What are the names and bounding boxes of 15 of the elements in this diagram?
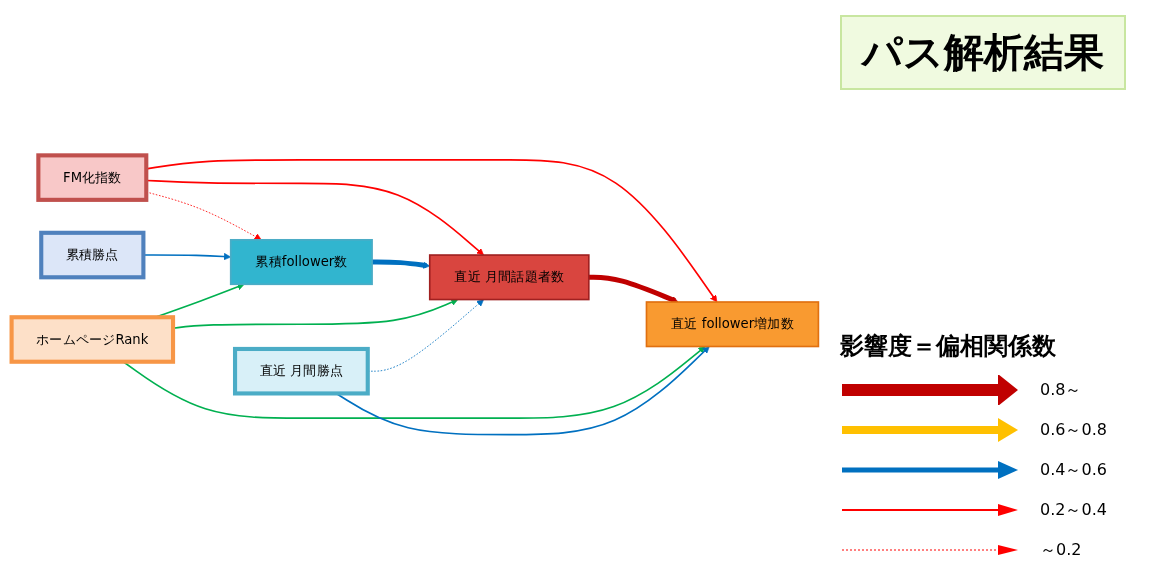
legend-label: 0.4～0.6 [1040,459,1107,481]
node-box: 直近 follower増加数 [645,301,820,348]
legend-label: 0.8～ [1040,379,1082,401]
node-box: 直近 月間話題者数 [428,254,590,301]
node-box: 直近 月間勝点 [233,346,370,396]
legend-label: 0.6～0.8 [1040,419,1107,441]
arrow [588,274,679,304]
node-box: 累積follower数 [229,239,373,286]
legend-label: 0.2～0.4 [1040,499,1107,521]
legend-label: ～0.2 [1040,539,1082,561]
title: パス解析結果 [840,15,1126,90]
node-box: ホームページRank [9,315,176,364]
legend-heading: 影響度＝偏相関係数 [840,331,1057,362]
node-box: 累積勝点 [39,230,146,280]
node-box: FM化指数 [36,153,149,202]
